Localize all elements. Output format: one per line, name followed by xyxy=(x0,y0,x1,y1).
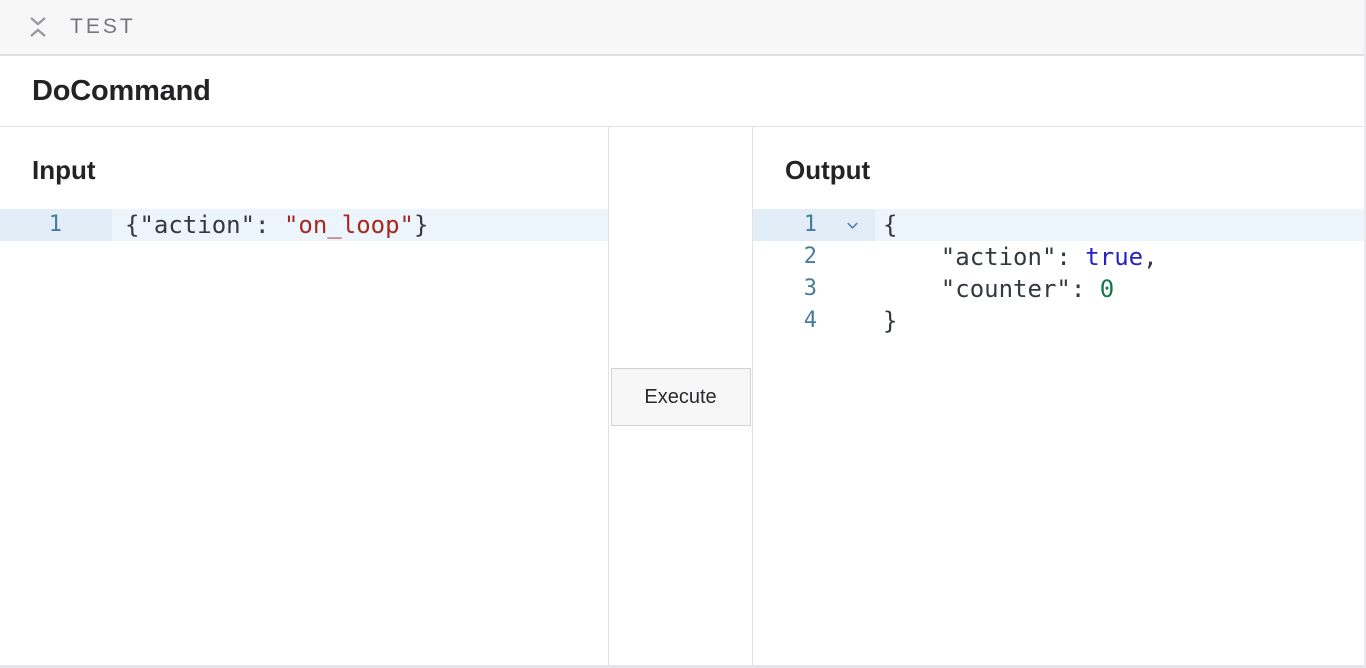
line-number: 1 xyxy=(0,209,112,241)
code-line-content[interactable]: } xyxy=(875,305,1364,337)
code-line-content[interactable]: "counter": 0 xyxy=(875,273,1364,305)
code-token-plain: } xyxy=(883,307,898,335)
code-token-number: 0 xyxy=(1099,275,1115,303)
code-token-plain: } xyxy=(414,211,429,239)
title-bar: DoCommand xyxy=(0,56,1364,127)
line-number: 1 xyxy=(753,209,829,241)
code-token-plain: "counter": xyxy=(883,275,1100,303)
fold-gutter-spacer xyxy=(829,273,875,305)
collapse-vertical-icon[interactable] xyxy=(27,14,49,40)
editor-line[interactable]: 1{"action": "on_loop"} xyxy=(0,209,608,241)
input-heading: Input xyxy=(32,155,96,185)
input-editor[interactable]: 1{"action": "on_loop"} xyxy=(0,209,608,241)
test-section-header[interactable]: TEST xyxy=(0,0,1364,56)
line-number: 3 xyxy=(803,276,817,301)
panels-row: Input 1{"action": "on_loop"} Execute Out… xyxy=(0,127,1364,668)
output-panel: Output 1{2 "action": true,3 "counter": 0… xyxy=(753,127,1364,665)
code-line-content[interactable]: { xyxy=(875,209,1364,241)
test-section-label: TEST xyxy=(70,15,136,38)
line-number: 2 xyxy=(803,244,817,269)
code-token-plain: "action": xyxy=(883,243,1086,271)
code-token-plain: { xyxy=(883,211,898,239)
execute-button[interactable]: Execute xyxy=(610,368,751,426)
fold-chevron-icon[interactable] xyxy=(829,209,875,241)
editor-line[interactable]: 4} xyxy=(753,305,1364,337)
code-line-content[interactable]: "action": true, xyxy=(875,241,1364,273)
code-token-plain: , xyxy=(1143,243,1158,271)
code-token-boolean: true xyxy=(1085,243,1144,271)
editor-line[interactable]: 2 "action": true, xyxy=(753,241,1364,273)
code-token-string: "on_loop" xyxy=(283,211,414,239)
output-heading: Output xyxy=(785,155,871,185)
code-token-plain: {"action": xyxy=(125,211,284,239)
fold-gutter-spacer xyxy=(829,241,875,273)
line-number: 4 xyxy=(803,308,817,333)
page-title: DoCommand xyxy=(32,74,211,107)
code-line-content[interactable]: {"action": "on_loop"} xyxy=(112,209,608,241)
input-panel: Input 1{"action": "on_loop"} xyxy=(0,127,609,665)
editor-line[interactable]: 1{ xyxy=(753,209,1364,241)
fold-gutter-spacer xyxy=(829,305,875,337)
editor-line[interactable]: 3 "counter": 0 xyxy=(753,273,1364,305)
execute-column: Execute xyxy=(609,127,753,665)
